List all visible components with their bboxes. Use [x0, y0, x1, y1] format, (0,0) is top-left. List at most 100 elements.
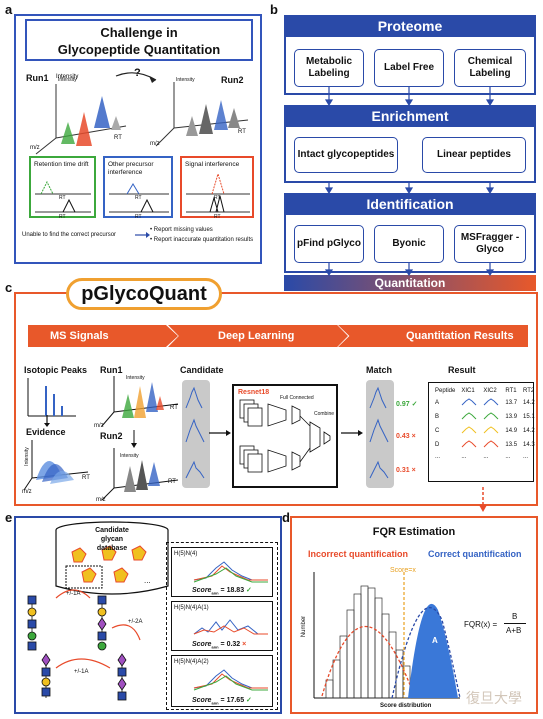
- panel-c: [14, 292, 538, 506]
- panel-label-a: a: [5, 2, 13, 17]
- arrow-right-icon: [135, 232, 150, 238]
- signal-interference-label: Signal interference: [185, 161, 240, 168]
- watermark: 復旦大學: [466, 691, 522, 707]
- score-list: H(5)N(4) Scoreann = 18.83 ✓ H(5)N(4)A(1)…: [166, 542, 278, 710]
- match-score-3: 0.31 ×: [396, 467, 416, 474]
- metabolic-labeling-box: Metabolic Labeling: [294, 49, 364, 87]
- match-score-1: 0.97 ✓: [396, 401, 418, 408]
- other-precursor-box: Other precursor interference RT RT: [103, 156, 173, 220]
- run2-rt-axis: RT: [238, 129, 246, 135]
- signal-interference-box: Signal interference RT RT: [180, 156, 254, 220]
- legend-right-2: • Report inaccurate quantitation results: [150, 237, 254, 243]
- quantitation-header: Quantitation: [284, 275, 536, 291]
- incorrect-label: Incorrect quantification: [308, 549, 409, 559]
- byonic-box: Byonic: [374, 225, 444, 263]
- c-run2-intensity-axis: Intensity: [120, 453, 139, 459]
- glycan-structures: [27, 589, 141, 701]
- run-3d-plots: Intensity: [35, 72, 249, 155]
- linear-peptides-box: Linear peptides: [422, 137, 526, 173]
- chemical-labeling-box: Chemical Labeling: [454, 49, 526, 87]
- panel-label-d: d: [282, 510, 290, 525]
- enrichment-header: Enrichment: [284, 105, 536, 127]
- match-column: [366, 380, 394, 488]
- check-icon: ✓: [244, 697, 252, 704]
- panel-label-c: c: [5, 280, 13, 295]
- table-row: ...............: [435, 454, 529, 460]
- run2-label: Run2: [221, 75, 244, 85]
- panel-d: FQR Estimation Incorrect quantification …: [290, 516, 538, 714]
- database-icon: [55, 521, 169, 595]
- ms-signals-bar: MS Signals: [28, 325, 178, 347]
- deep-learning-bar: Deep Learning: [168, 325, 348, 347]
- svg-text:Intensity: Intensity: [56, 74, 78, 80]
- msfragger-glyco-box: MSFragger -Glyco: [454, 225, 526, 263]
- fqr-title: FQR Estimation: [372, 526, 456, 538]
- panel-b: Proteome Metabolic Labeling Label Free C…: [280, 13, 538, 291]
- rt-drift-rt1: RT: [59, 195, 66, 201]
- evidence-plot: [23, 440, 89, 491]
- fqr-histogram: [313, 572, 461, 699]
- check-icon: ✓: [409, 401, 418, 408]
- pglycoquant-title: pGlycoQuant: [66, 278, 222, 310]
- pfind-pglyco-box: pFind pGlyco: [294, 225, 364, 263]
- glycan-plus2: +/-2A: [128, 619, 143, 625]
- panel-a-title-box: Challenge in Glycopeptide Quantitation: [25, 19, 253, 61]
- combine-label: Combine: [314, 411, 335, 417]
- correct-label: Correct quantification: [428, 549, 522, 559]
- glycan-plus1: +/-1A: [66, 591, 81, 597]
- cross-icon: ×: [240, 641, 247, 648]
- legend-right-1: • Report missing values: [150, 227, 213, 233]
- evidence-label: Evidence: [26, 427, 66, 437]
- th-rt2: RT2: [523, 388, 535, 394]
- candidate-label: Candidate: [180, 365, 224, 375]
- c-run2-label: Run2: [100, 431, 123, 441]
- run1-mz-axis: m/z: [30, 145, 40, 151]
- fc-label: Full Connected: [280, 395, 314, 401]
- evidence-mz-axis: m/z: [22, 489, 32, 495]
- c-run1-label: Run1: [100, 365, 123, 375]
- arrow-to-resnet-icon: [209, 430, 231, 436]
- resnet-label: Resnet18: [238, 389, 270, 396]
- c-run2-mz-axis: m/z: [96, 497, 106, 503]
- cross-icon: ×: [409, 467, 416, 474]
- rt-drift-box: Retention time drift RT RT: [29, 156, 96, 220]
- match-label: Match: [366, 365, 393, 375]
- evidence-rt-axis: RT: [82, 475, 90, 481]
- panel-a-title-line2: Glycopeptide Quantitation: [57, 42, 221, 57]
- y-axis-label: Number: [301, 615, 308, 638]
- th-xic1: XIC1: [461, 388, 475, 394]
- run1-intensity-axis: Intensity: [58, 77, 77, 83]
- check-icon: ✓: [244, 587, 252, 594]
- th-xic2: XIC2: [483, 388, 497, 394]
- rt-drift-rt2: RT: [59, 214, 66, 220]
- th-peptide: Peptide: [435, 388, 456, 394]
- area-a-label: A: [432, 636, 438, 645]
- panel-a-title-line1: Challenge in: [100, 25, 178, 40]
- cross-icon: ×: [409, 433, 416, 440]
- label-free-box: Label Free: [374, 49, 444, 87]
- other-precursor-rt2: RT: [135, 214, 142, 220]
- list-item: H(5)N(4)A(2) Scoreann = 17.65 ✓: [171, 655, 273, 707]
- other-precursor-label: Other precursor interference: [108, 161, 154, 176]
- signal-interference-rt2: RT: [214, 214, 221, 220]
- candidate-column: [182, 380, 210, 488]
- panel-a: Challenge in Glycopeptide Quantitation R…: [14, 14, 262, 264]
- signal-interference-rt1: RT: [214, 195, 221, 201]
- network-diagram: [239, 399, 331, 473]
- list-item: H(5)N(4)A(1) Scoreann = 0.32 ×: [171, 601, 273, 651]
- isotopic-peaks-plot: [27, 378, 76, 417]
- match-score-2: 0.43 ×: [396, 433, 416, 440]
- candidate-peaks: [185, 386, 205, 479]
- quantitation-results-bar: Quantitation Results: [338, 325, 528, 347]
- result-label: Result: [448, 365, 476, 375]
- proteome-header: Proteome: [284, 15, 536, 37]
- panel-label-e: e: [5, 510, 13, 525]
- x-axis-label: Score distribution: [380, 703, 432, 709]
